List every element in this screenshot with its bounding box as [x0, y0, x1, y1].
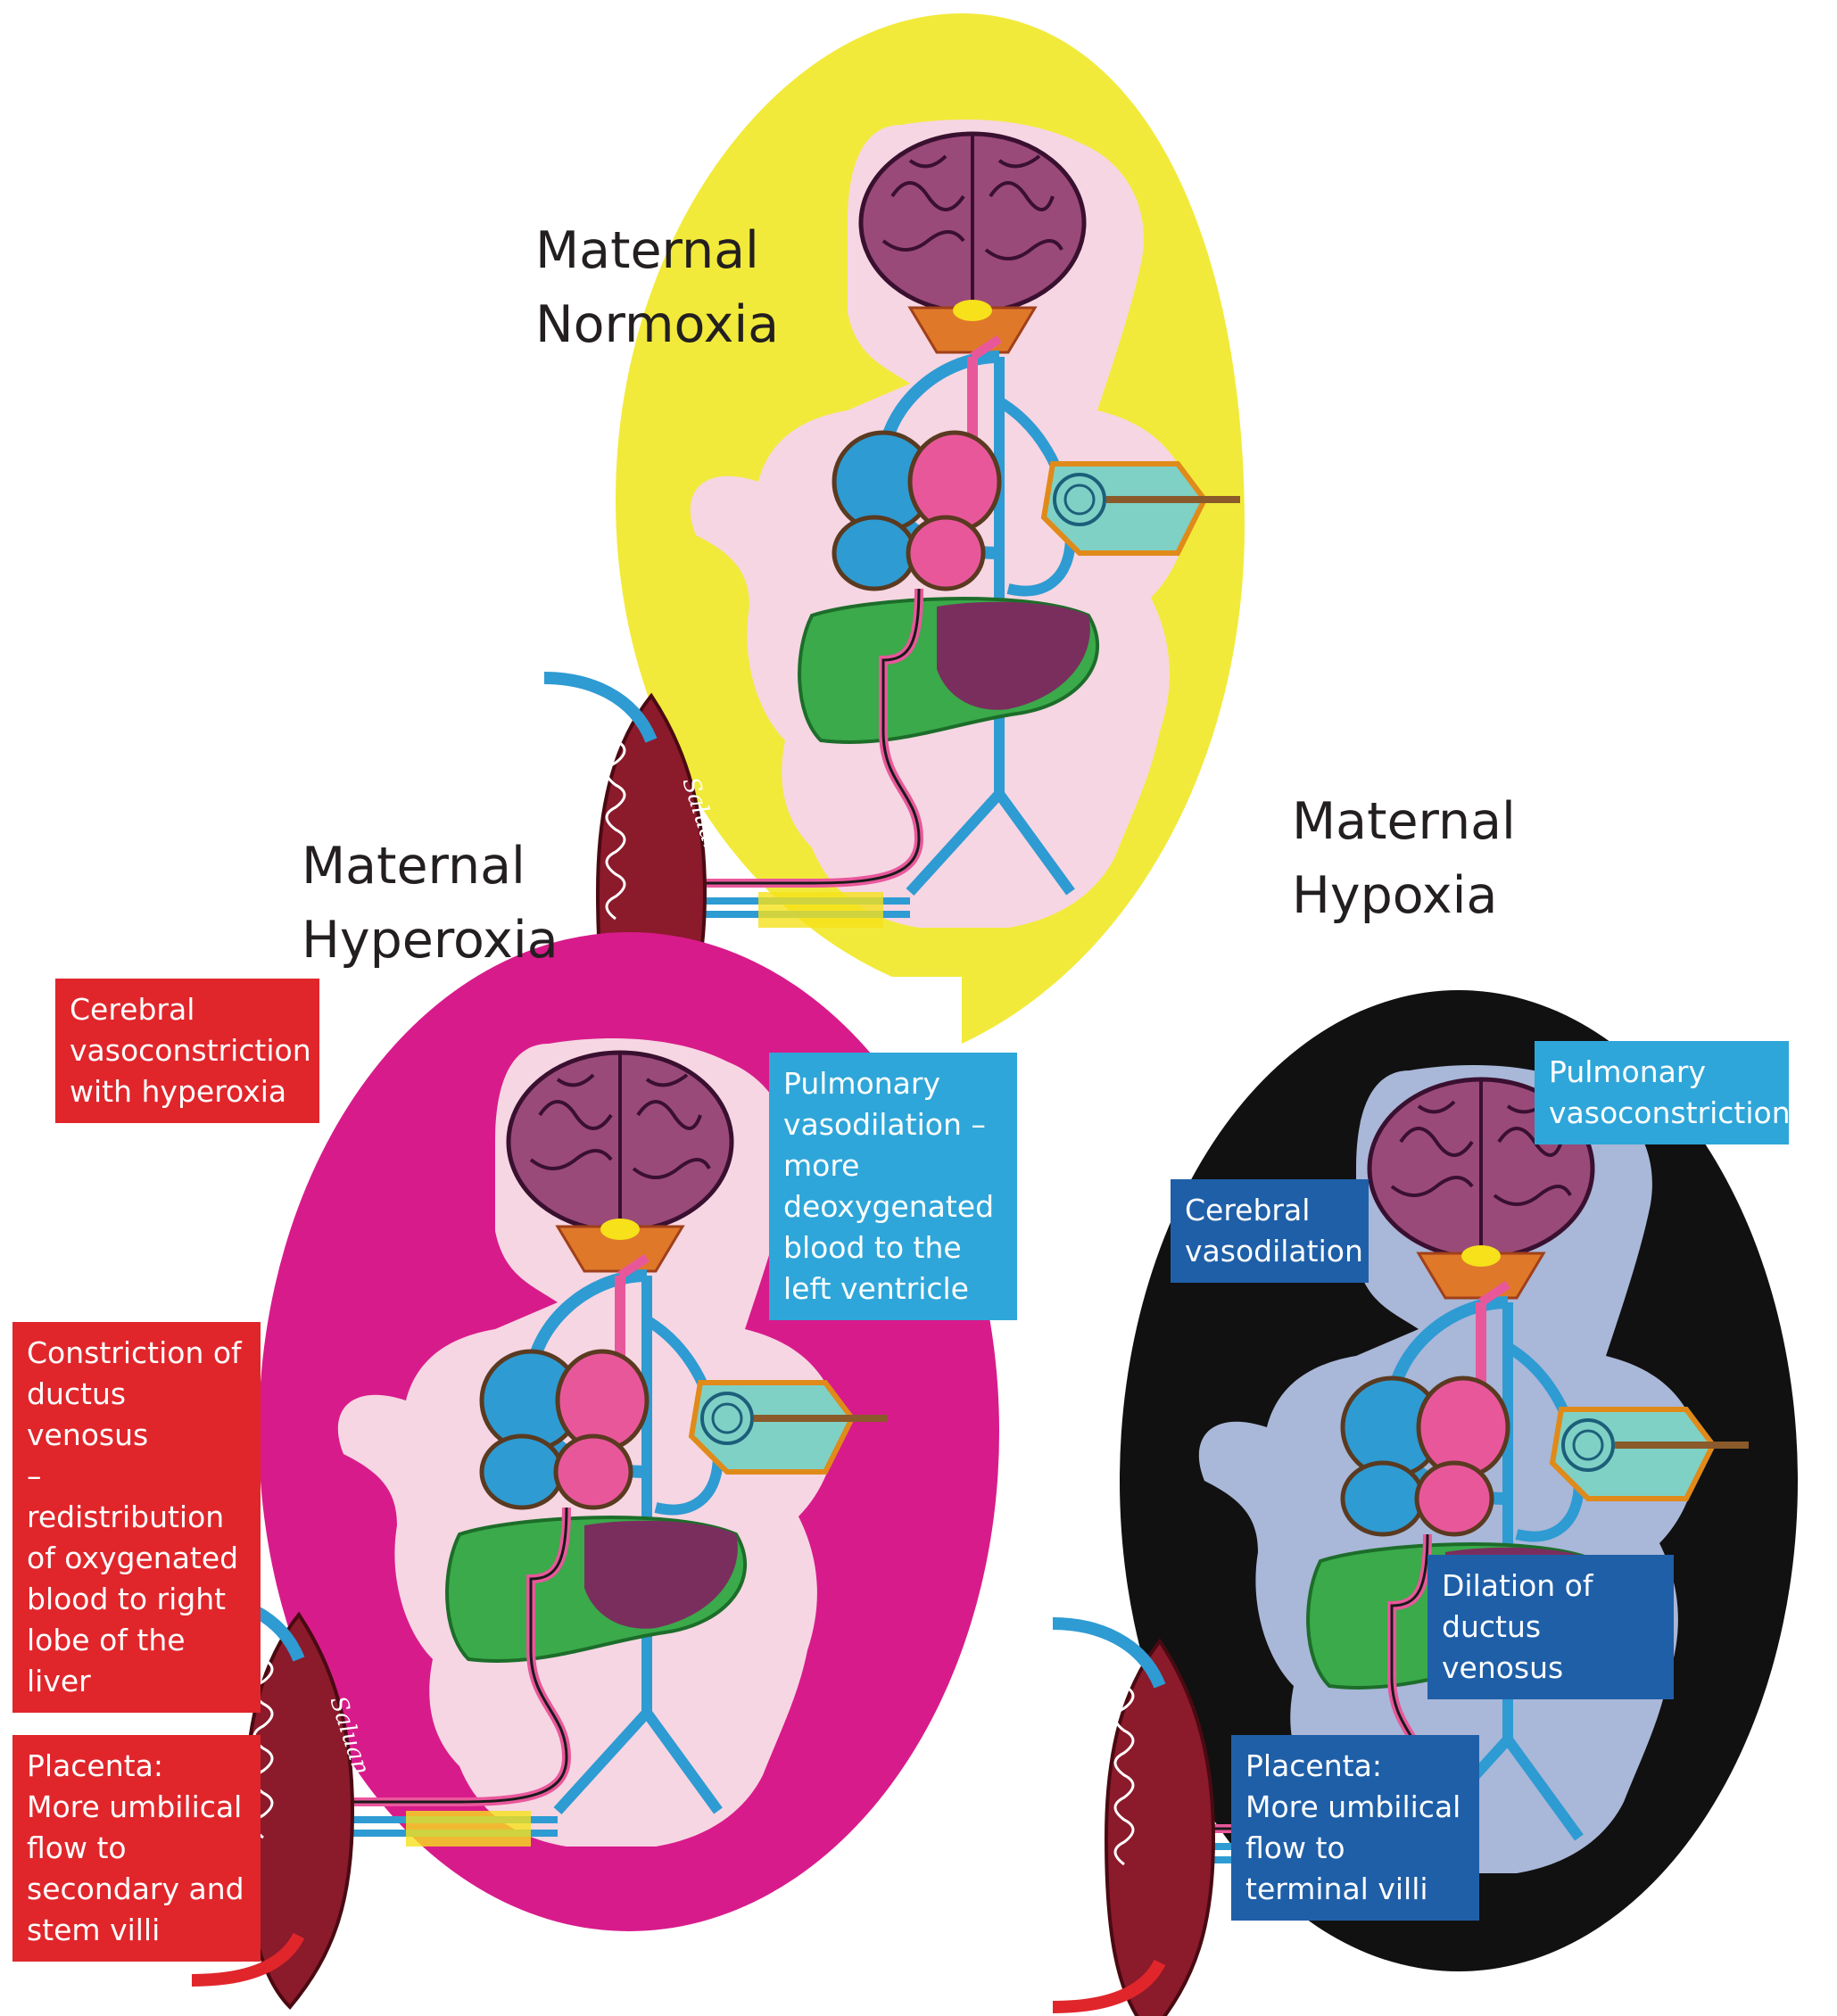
callout-hyperoxia-placenta: Placenta: More umbilical flow to seconda… [12, 1735, 261, 1962]
callout-hyperoxia-cerebral: Cerebral vasoconstriction with hyperoxia [55, 979, 319, 1123]
title-normoxia: Maternal Normoxia [535, 221, 780, 354]
title-hyperoxia: Maternal Hyperoxia [302, 837, 559, 970]
title-hypoxia: Maternal Hypoxia [1292, 792, 1516, 925]
callout-hypoxia-cerebral: Cerebral vasodilation [1171, 1179, 1369, 1283]
callout-hyperoxia-pulmonary: Pulmonary vasodilation – more deoxygenat… [769, 1053, 1017, 1320]
callout-hyperoxia-ductus: Constriction of ductus venosus – redistr… [12, 1322, 261, 1713]
callout-hypoxia-placenta: Placenta: More umbilical flow to termina… [1231, 1735, 1479, 1921]
panel-normoxia [544, 13, 1245, 1088]
callout-hypoxia-ductus: Dilation of ductus venosus [1427, 1555, 1674, 1699]
callout-hypoxia-pulmonary: Pulmonary vasoconstriction [1535, 1041, 1791, 1144]
